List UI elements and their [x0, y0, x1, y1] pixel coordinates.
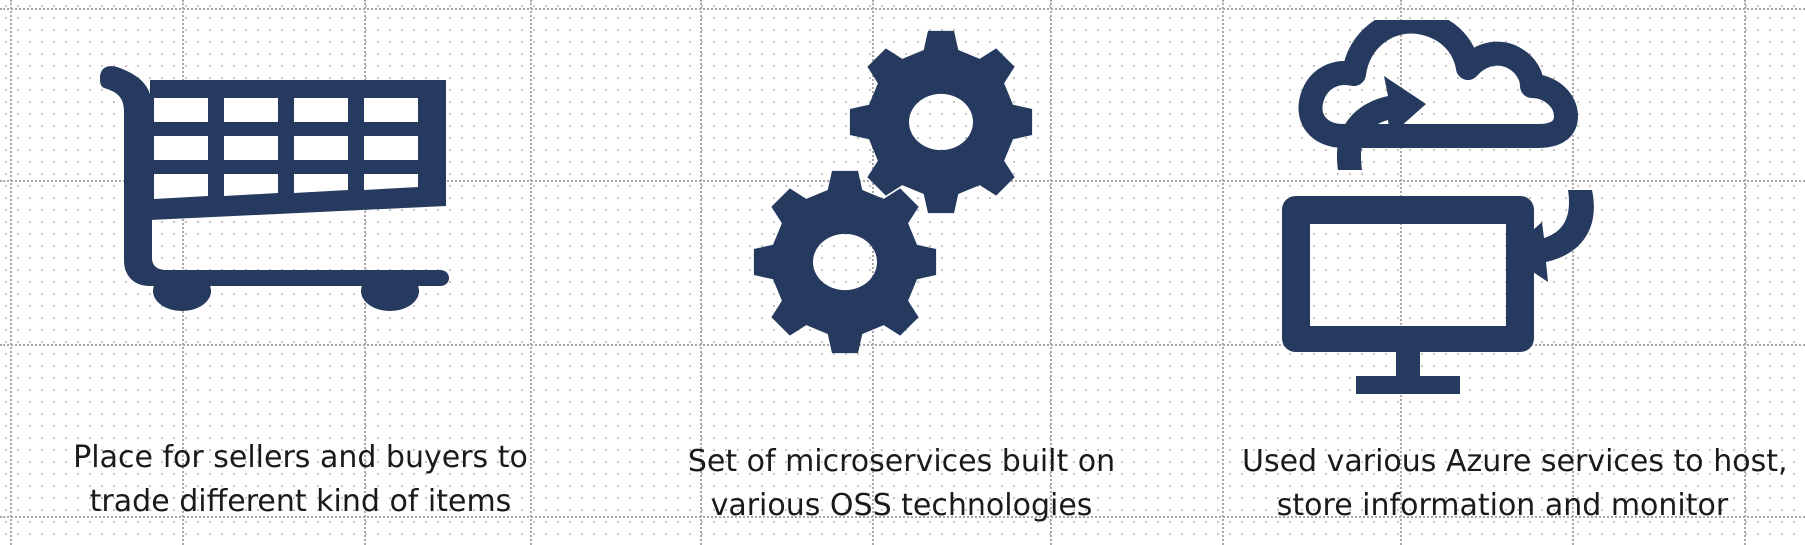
guide-line-vertical — [10, 0, 12, 545]
guide-line-vertical — [872, 0, 874, 545]
caption-line: store information and monitor — [1276, 488, 1729, 523]
gears-icon — [753, 30, 1033, 354]
cloud-icon — [1298, 20, 1578, 148]
guide-line-vertical — [1400, 0, 1402, 545]
guide-line-vertical — [1572, 0, 1574, 545]
feature-caption: Set of microservices built on various OS… — [641, 440, 1162, 528]
sync-arrow-up-icon — [1336, 76, 1426, 170]
shopping-cart-icon — [100, 66, 449, 311]
feature-caption: Used various Azure services to host, sto… — [1242, 440, 1788, 528]
feature-icon-box — [0, 20, 601, 400]
caption-line: trade different kind of items — [89, 484, 512, 519]
guide-line-horizontal — [0, 8, 1805, 10]
gear-shape — [849, 30, 1033, 214]
gear-top-icon — [849, 30, 1033, 214]
monitor-icon — [1282, 196, 1534, 352]
feature-icon-box — [1202, 20, 1803, 400]
feature-panel-azure: Used various Azure services to host, sto… — [1202, 0, 1803, 545]
caption-line: Used various Azure services to host, — [1242, 444, 1788, 479]
caption-line: Set of microservices built on — [687, 444, 1116, 479]
guide-line-vertical — [530, 0, 532, 545]
caption-line: Place for sellers and buyers to — [73, 440, 528, 475]
guide-line-vertical — [700, 0, 702, 545]
monitor-stand-base — [1356, 376, 1460, 394]
guide-line-vertical — [1222, 0, 1224, 545]
cloud-sync-monitor-icon — [1282, 20, 1594, 394]
gear-bottom-icon — [753, 170, 937, 354]
feature-icon-box — [601, 20, 1202, 400]
caption-line: various OSS technologies — [710, 488, 1093, 523]
guide-line-vertical — [1744, 0, 1746, 545]
gear-shape — [753, 170, 937, 354]
guide-line-vertical — [1050, 0, 1052, 545]
feature-caption: Place for sellers and buyers to trade di… — [40, 436, 561, 524]
guide-line-horizontal — [0, 344, 1805, 346]
feature-panel-marketplace: Place for sellers and buyers to trade di… — [0, 0, 601, 545]
feature-panel-microservices: Set of microservices built on various OS… — [601, 0, 1202, 545]
guide-line-horizontal — [0, 516, 1805, 518]
